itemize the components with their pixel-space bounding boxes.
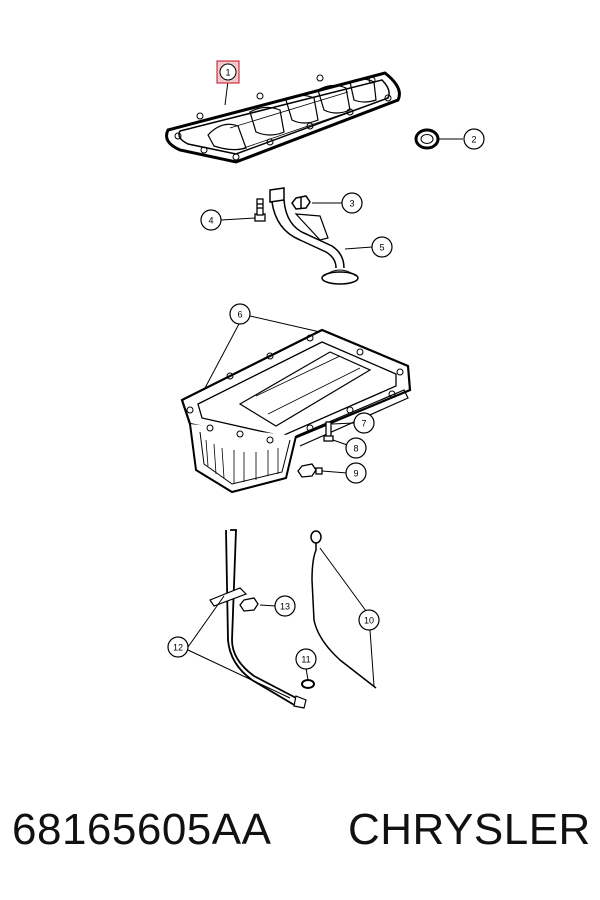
callout-12[interactable]: 12: [167, 636, 189, 658]
oil-pickup-tube: [269, 187, 359, 285]
callout-9[interactable]: 9: [345, 462, 367, 484]
callout-2-number: 2: [471, 135, 476, 145]
callout-7[interactable]: 7: [353, 412, 375, 434]
callout-8-number: 8: [353, 444, 358, 454]
dipstick-tube: [209, 529, 307, 709]
callout-4[interactable]: 4: [200, 209, 222, 231]
callout-7-number: 7: [361, 419, 366, 429]
part-number-caption: 68165605AA: [12, 805, 272, 854]
callout-6-number: 6: [237, 310, 242, 320]
brand-name-caption: CHRYSLER: [348, 805, 591, 854]
callout-9-number: 9: [353, 469, 358, 479]
oil-pan-gasket: [165, 71, 401, 164]
callout-12-number: 12: [173, 643, 183, 653]
oil-pan: [180, 328, 412, 494]
callout-13-number: 13: [280, 602, 290, 612]
callout-1-number: 1: [225, 68, 230, 78]
callout-10[interactable]: 10: [358, 609, 380, 631]
callout-11-number: 11: [301, 655, 310, 665]
oil-dipstick: [310, 530, 377, 689]
bolt: [254, 198, 266, 222]
callout-1[interactable]: 1: [216, 60, 240, 84]
tube-bolt: [239, 597, 259, 612]
callout-8[interactable]: 8: [345, 437, 367, 459]
callout-13[interactable]: 13: [274, 595, 296, 617]
callout-4-number: 4: [208, 216, 213, 226]
callout-10-number: 10: [364, 616, 374, 626]
leader-lines: [187, 80, 463, 699]
callouts: 1 2 3 4 5 6 7 8: [167, 60, 485, 670]
callout-3-number: 3: [349, 199, 354, 209]
stud-bolt: [323, 421, 334, 442]
drain-plug: [297, 463, 323, 478]
callout-2[interactable]: 2: [463, 128, 485, 150]
callout-11[interactable]: 11: [295, 648, 317, 670]
callout-5-number: 5: [379, 243, 384, 253]
small-o-ring: [301, 679, 315, 689]
o-ring: [414, 128, 440, 150]
parts-diagram: 1 2 3 4 5 6 7 8: [165, 60, 485, 709]
callout-3[interactable]: 3: [341, 192, 363, 214]
callout-5[interactable]: 5: [371, 236, 393, 258]
callout-6[interactable]: 6: [229, 303, 251, 325]
nut: [291, 195, 311, 210]
